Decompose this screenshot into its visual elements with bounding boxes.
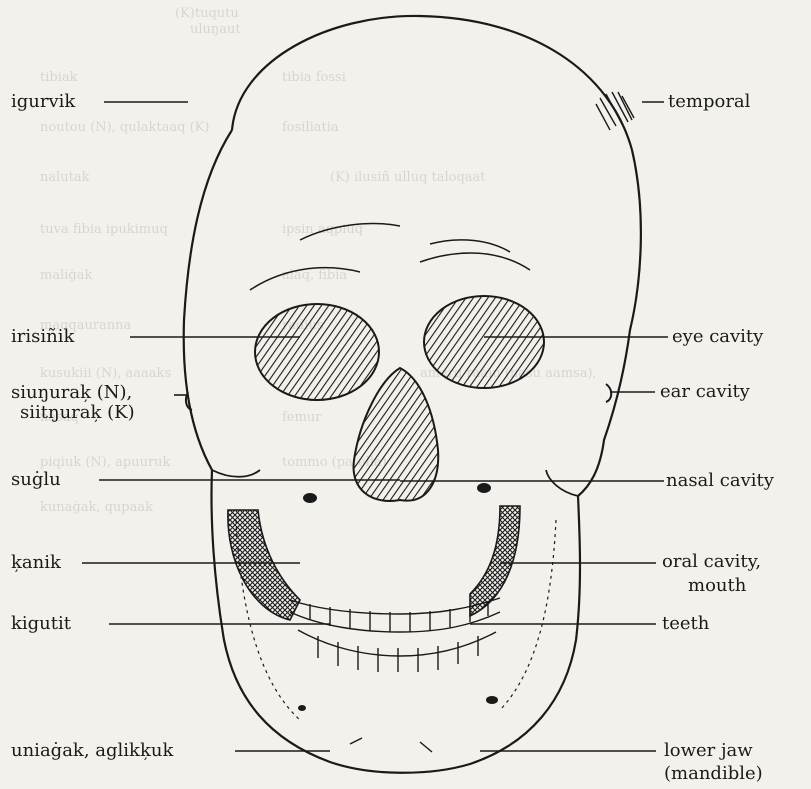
- temporal-hatch: [596, 92, 634, 130]
- mental-foramen: [486, 696, 498, 704]
- label-ear-cavity: ear cavity: [660, 382, 750, 402]
- label-kanik: k̦anik: [11, 553, 61, 573]
- label-siunnurak: siuŋurak̦ (N),: [11, 383, 132, 403]
- brow-lines: [250, 224, 530, 290]
- mandible-outline: [212, 470, 581, 773]
- label-kigutit: kigutit: [11, 614, 71, 634]
- label-irisinik: irisiñik: [11, 327, 74, 347]
- label-mouth: mouth: [688, 576, 746, 596]
- label-temporal: temporal: [668, 92, 750, 112]
- label-siitnurak: siitŋurak̦ (K): [20, 403, 135, 423]
- label-oral-cavity: oral cavity,: [662, 552, 761, 572]
- label-eye-cavity: eye cavity: [672, 327, 763, 347]
- right-foramen: [477, 483, 491, 493]
- label-suglu: suġlu: [11, 470, 61, 490]
- teeth-drawing: [290, 598, 500, 672]
- chin-marks: [350, 738, 432, 752]
- right-ear-mark: [606, 384, 611, 402]
- label-mandible: (mandible): [664, 764, 763, 784]
- left-cheek-hatch: [228, 510, 300, 620]
- label-igurvik: igurvik: [11, 92, 75, 112]
- left-foramen: [303, 493, 317, 503]
- mental-foramen-left: [298, 705, 306, 711]
- label-nasal-cavity: nasal cavity: [666, 471, 774, 491]
- label-lower-jaw: lower jaw: [664, 741, 753, 761]
- label-teeth: teeth: [662, 614, 709, 634]
- label-uniagak: uniaġak, aglikk̦uk: [11, 741, 173, 761]
- left-eye-cavity: [255, 304, 379, 400]
- right-eye-cavity: [424, 296, 544, 388]
